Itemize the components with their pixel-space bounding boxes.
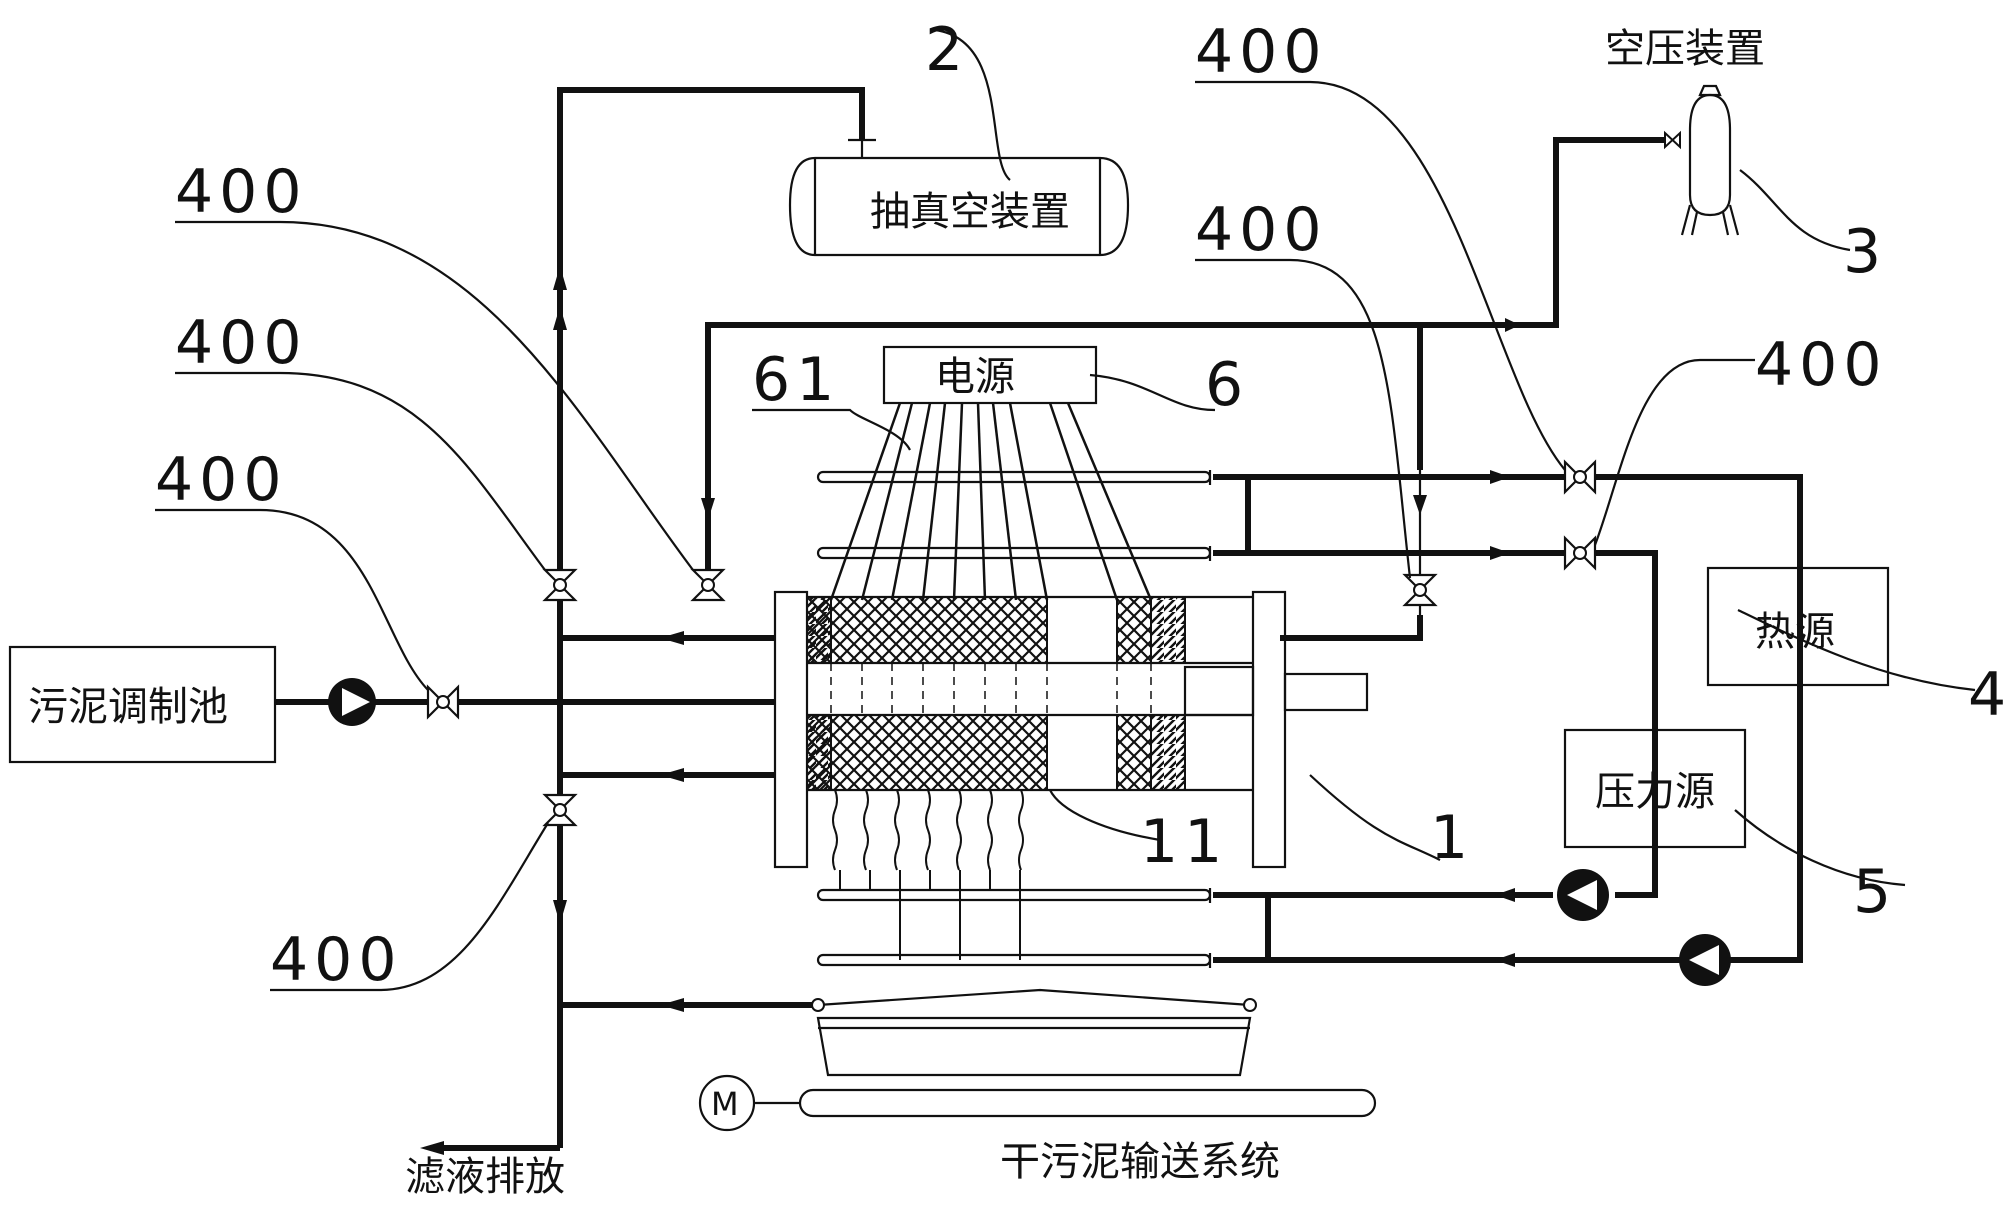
sludge-tank-label: 污泥调制池 (28, 684, 228, 730)
left-arrow-icon (660, 631, 684, 645)
valve-icon (542, 793, 578, 827)
pressure-loop-pipe (1213, 550, 1658, 898)
valve-icon (426, 684, 460, 720)
valve-ref-label: 400 (270, 925, 403, 995)
right-arrow-icon (1490, 470, 1510, 484)
air-compressor-label: 空压装置 (1605, 26, 1765, 72)
air-compressor-tank (1680, 84, 1740, 236)
dry-sludge-conveyor-label: 干污泥输送系统 (1000, 1139, 1280, 1185)
electrode-ref-label: 61 (752, 345, 840, 415)
right-arrow-icon (1505, 318, 1520, 332)
electrode-wires (829, 402, 1153, 601)
valve-ref-label: 400 (175, 157, 308, 227)
pressure-source-box (1563, 728, 1747, 849)
filtrate-discharge-label: 滤液排放 (405, 1154, 565, 1200)
up-arrow-icon (553, 266, 567, 290)
down-arrow-icon (701, 498, 715, 520)
valve-ref-label: 400 (175, 308, 308, 378)
valve-icon (1402, 573, 1438, 607)
left-arrow-icon (1495, 953, 1515, 967)
valve-icon (1563, 535, 1597, 571)
heat-loop-pipe (1213, 474, 1803, 963)
filter-cloth (811, 988, 1257, 1077)
electrode-header-top (816, 470, 1212, 561)
valve-ref-label: 400 (155, 445, 288, 515)
up-arrow-icon (553, 306, 567, 330)
power-ref-label: 6 (1205, 350, 1249, 420)
air-ref-label: 3 (1843, 217, 1887, 287)
valve-ref-label: 400 (1195, 17, 1328, 87)
pressure-pump-icon (1557, 869, 1609, 921)
heat-ref-label: 4 (1968, 660, 2005, 730)
heat-pump-icon (1679, 934, 1731, 986)
press-outlet-pipe (1280, 615, 1423, 641)
vacuum-ref-label: 2 (925, 15, 969, 85)
pressure-ref-label: 5 (1853, 857, 1897, 927)
power-supply-label: 电源 (935, 354, 1015, 400)
vacuum-device-label: 抽真空装置 (870, 189, 1070, 235)
left-arrow-icon (660, 998, 684, 1012)
sludge-tank-box (8, 645, 277, 764)
feed-pump-icon (328, 678, 376, 726)
air-pipe (705, 137, 1665, 590)
valve-ref-label: 400 (1195, 195, 1328, 265)
press-ref-label: 1 (1430, 803, 1474, 873)
left-arrow-icon (420, 1141, 444, 1155)
valve-ref-label: 400 (1755, 330, 1888, 400)
filter-press (773, 590, 1369, 869)
main-vertical-pipe (557, 87, 876, 1148)
valve-icon (1563, 459, 1597, 495)
lower-wires (832, 789, 1024, 960)
valve-icon (542, 568, 578, 602)
left-arrow-icon (660, 768, 684, 782)
vacuum-tank (788, 156, 1130, 257)
air-valve-icon (1664, 130, 1681, 150)
pressure-source-label: 压力源 (1595, 769, 1715, 815)
heat-source-box (1706, 566, 1890, 687)
leader-lines (155, 28, 1976, 992)
dry-sludge-conveyor: M (698, 1074, 1377, 1132)
valve-icon (690, 568, 726, 602)
right-arrow-icon (1490, 546, 1510, 560)
electrode-header-bottom (816, 888, 1212, 968)
svg-text:M: M (711, 1085, 739, 1123)
plate-ref-label: 11 (1140, 807, 1228, 877)
left-arrow-icon (1495, 888, 1515, 902)
down-arrow-icon (553, 900, 567, 924)
